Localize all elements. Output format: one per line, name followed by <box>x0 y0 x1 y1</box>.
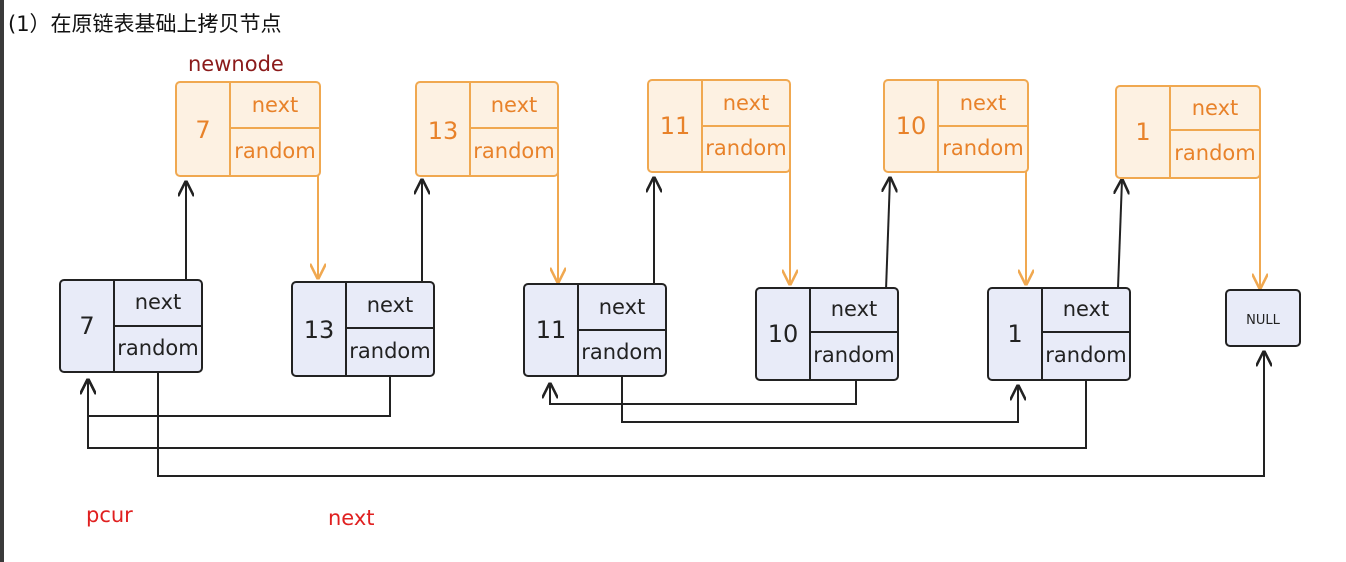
copy-node-random-label: random <box>473 139 554 163</box>
orig-10-next-arrow <box>886 178 890 291</box>
original-node-value: 7 <box>79 312 94 340</box>
null-node: NULL <box>1225 289 1301 347</box>
original-node-next-label: next <box>1063 297 1110 321</box>
copy-node-value: 10 <box>896 112 927 140</box>
original-nodes: 7 next random 13 next random 11 next ran… <box>59 279 1301 381</box>
copy-node-next-label: next <box>723 91 770 115</box>
copied-nodes: 7 next random 13 next random 11 next ran… <box>175 79 1261 179</box>
original-node-box <box>755 287 899 381</box>
original-node-next-label: next <box>831 297 878 321</box>
pcur-label: pcur <box>86 503 133 527</box>
original-node: 10 next random <box>755 287 899 381</box>
left-border <box>0 0 4 562</box>
original-node-value: 10 <box>768 320 799 348</box>
copy-node-value: 13 <box>428 117 459 145</box>
original-node: 1 next random <box>987 287 1131 381</box>
random-13-to-7 <box>88 372 391 417</box>
random-pointers <box>88 352 1264 477</box>
copy-node-value: 11 <box>660 112 691 140</box>
original-node-random-label: random <box>117 336 198 360</box>
page-heading: (1）在原链表基础上拷贝节点 <box>8 12 282 36</box>
original-node-random-label: random <box>349 339 430 363</box>
copy-node-random-label: random <box>942 136 1023 160</box>
null-node-label: NULL <box>1246 313 1280 328</box>
copy-node-box <box>1115 85 1261 179</box>
newnode-label: newnode <box>188 52 284 76</box>
original-node-next-label: next <box>135 290 182 314</box>
copy-node: 13 next random <box>415 81 559 177</box>
copy-node: 1 next random <box>1115 85 1261 179</box>
random-7-to-null <box>157 352 1264 477</box>
copy-node-next-label: next <box>491 93 538 117</box>
original-node: 13 next random <box>291 281 435 377</box>
copy-node-random-label: random <box>1174 141 1255 165</box>
copy-node: 7 next random <box>175 81 321 177</box>
copy-node-random-label: random <box>234 139 315 163</box>
original-node-next-label: next <box>367 293 414 317</box>
copy-node-random-label: random <box>705 136 786 160</box>
copy-node-next-label: next <box>252 93 299 117</box>
original-node-value: 11 <box>536 316 567 344</box>
copy-node: 11 next random <box>647 79 791 173</box>
random-11-to-1 <box>621 374 1018 423</box>
random-1-to-7 <box>88 378 1087 449</box>
copy-node-value: 1 <box>1135 118 1150 146</box>
original-node-random-label: random <box>581 340 662 364</box>
original-node-box <box>987 287 1131 381</box>
copy-node-next-label: next <box>960 91 1007 115</box>
original-node-next-label: next <box>599 295 646 319</box>
copy-node-next-label: next <box>1192 96 1239 120</box>
orig-1-next-arrow <box>1118 180 1122 289</box>
original-node-value: 1 <box>1007 320 1022 348</box>
random-10-to-11 <box>550 374 857 405</box>
next-label: next <box>328 506 375 530</box>
original-node-random-label: random <box>1045 343 1126 367</box>
copy-node: 10 next random <box>883 79 1029 173</box>
original-node-random-label: random <box>813 343 894 367</box>
original-node: 11 next random <box>523 283 667 377</box>
copy-node-value: 7 <box>195 116 210 144</box>
original-node-value: 13 <box>304 316 335 344</box>
original-node: 7 next random <box>59 279 203 373</box>
null-node-box <box>1225 289 1301 347</box>
